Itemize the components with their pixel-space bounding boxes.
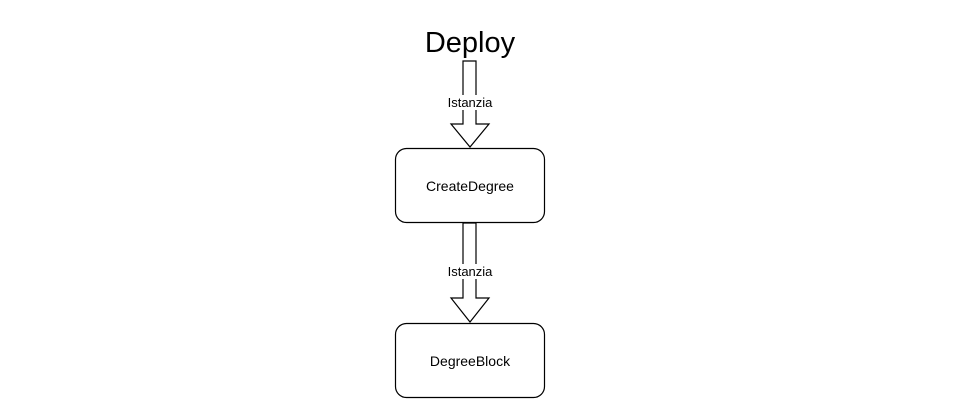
edge-deploy-to-createdegree: Istanzia <box>443 60 497 148</box>
node-label-create-degree: CreateDegree <box>426 178 514 194</box>
edge-label-1: Istanzia <box>448 95 494 110</box>
node-box-degree-block[interactable] <box>394 322 546 399</box>
node-label-degree-block: DegreeBlock <box>430 353 511 369</box>
node-degree-block[interactable]: DegreeBlock <box>394 322 546 399</box>
node-create-degree[interactable]: CreateDegree <box>394 147 546 224</box>
edge-label-bg-2 <box>443 264 497 279</box>
edge-label-bg-1 <box>443 95 497 110</box>
edge-label-2: Istanzia <box>448 264 494 279</box>
diagram-title: Deploy <box>425 27 516 59</box>
edge-createdegree-to-degreeblock: Istanzia <box>443 222 497 323</box>
